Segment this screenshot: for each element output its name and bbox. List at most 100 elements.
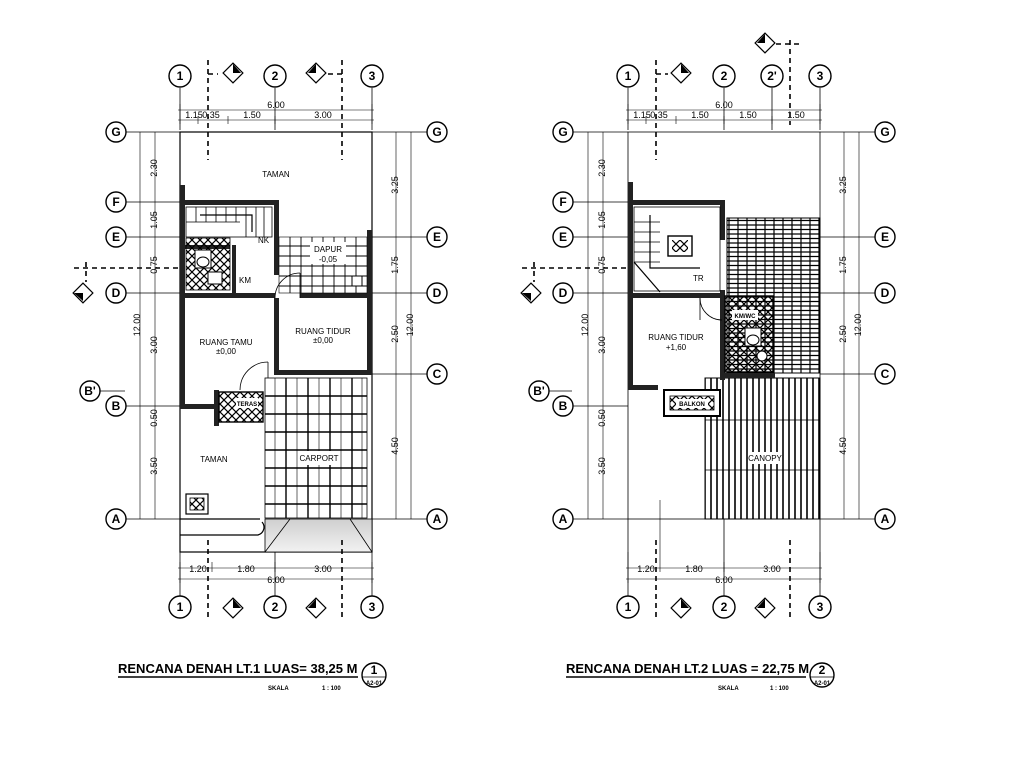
plan1-skala-label: SKALA — [268, 686, 289, 692]
plan2-grid-left: G F E D B B' A — [520, 121, 628, 530]
plan2-title: RENCANA DENAH LT.2 LUAS = 22,75 M — [566, 661, 809, 676]
plan2-grid-top-3: 3 — [817, 69, 824, 83]
plan1-kitchen: DAPUR -0,05 — [278, 236, 368, 294]
plan1-ruang-tidur-level: ±0,00 — [313, 336, 334, 345]
plan2-grid-top-2: 2 — [721, 69, 728, 83]
plan1-walls — [180, 185, 372, 426]
plan2-dims-left: 12.00 2.30 1.05 0.75 3.00 0.50 3.50 — [580, 132, 607, 519]
plan1-dim-top-b: 0.35 — [202, 110, 220, 120]
plan1-taman-bottom-label: TAMAN — [200, 455, 228, 464]
plan1-stair-label: NK — [258, 236, 270, 245]
plan2-grid-row-f: F — [559, 195, 566, 209]
plan2-canopy-label: CANOPY — [748, 454, 782, 463]
plan2-section-marker-bottom-a — [670, 597, 692, 619]
plan2-stair-label: TR — [693, 274, 704, 283]
plan1-grid-right-d: D — [433, 286, 442, 300]
plan2-dim-right-b: 1.75 — [838, 256, 848, 274]
plan2-dim-left-b: 1.05 — [597, 211, 607, 229]
plan1-dim-bottom-b: 1.80 — [237, 564, 255, 574]
plan2-dim-top-total: 6.00 — [715, 100, 733, 110]
plan1-section-marker-bottom-a — [222, 597, 244, 619]
plan1-dim-bottom-total: 6.00 — [267, 575, 285, 585]
plan-lt1: 1 2 3 6.00 1 — [72, 60, 448, 692]
plan2-dim-right-a: 3.25 — [838, 176, 848, 194]
plan1-dim-left-a: 2.30 — [149, 159, 159, 177]
plan2-dim-right-d: 4.50 — [838, 437, 848, 455]
plan2-grid-right: G E D C A — [820, 121, 896, 530]
plan2-dim-left-c: 0.75 — [597, 256, 607, 274]
plan1-dim-right-d: 4.50 — [390, 437, 400, 455]
plan2-dims-right: 3.25 1.75 2.50 4.50 12.00 — [838, 132, 863, 519]
plan1-dim-left-c: 0.75 — [149, 256, 159, 274]
plan2-section-marker-top-b — [754, 32, 776, 54]
plan2-grid-top-2-prime: 2' — [767, 69, 777, 83]
plan2-dim-left-f: 3.50 — [597, 457, 607, 475]
plan1-grid-row-a: A — [112, 512, 121, 526]
plan2-dim-top-c: 1.50 — [691, 110, 709, 120]
plan1-dim-top-a: 1.15 — [185, 110, 203, 120]
plan2-kmwc-label: KM/WC — [735, 314, 757, 320]
plan2-ruang-tidur-label: RUANG TIDUR — [648, 333, 704, 342]
plan2-grid-row-g: G — [558, 125, 567, 139]
plan1-dims-top: 6.00 1.15 0.35 1.50 3.00 — [178, 100, 374, 124]
plan2-stairs: TR — [633, 206, 721, 293]
plan2-grid-row-e: E — [559, 230, 567, 244]
plan2-dim-bottom-a: 1.20 — [637, 564, 655, 574]
plan2-grid-bottom-2: 2 — [721, 600, 728, 614]
plan1-sheet-number: 1 — [371, 663, 378, 677]
plan1-grid-row-b-prime: B' — [84, 384, 96, 398]
plan2-sheet-ref: A2-01 — [814, 681, 831, 687]
plan2-grid-top-1: 1 — [625, 69, 632, 83]
plan1-grid-row-b: B — [112, 399, 121, 413]
plan2-grid-right-g: G — [880, 125, 889, 139]
plan1-dim-left-e: 0.50 — [149, 409, 159, 427]
plan1-teras: TERAS — [218, 391, 264, 423]
plan2-dim-left-a: 2.30 — [597, 159, 607, 177]
plan1-dim-right-total: 12.00 — [405, 314, 415, 337]
plan1-stairs: NK — [185, 206, 273, 245]
plan1-grid-row-d: D — [112, 286, 121, 300]
plan2-grid-bottom-3: 3 — [817, 600, 824, 614]
plan1-carport: CARPORT — [264, 377, 373, 553]
plan2-dim-top-e: 1.50 — [787, 110, 805, 120]
plan2-grid-right-d: D — [881, 286, 890, 300]
plan2-skala-value: 1 : 100 — [770, 686, 789, 692]
plan2-dim-top-a: 1.15 — [633, 110, 651, 120]
plan1-grid-row-e: E — [112, 230, 120, 244]
plan2-grid-right-a: A — [881, 512, 890, 526]
plan1-section-marker-top-a — [222, 62, 244, 84]
plan1-bathroom: KM — [185, 237, 251, 291]
plan1-ruang-tamu-label: RUANG TAMU — [199, 338, 252, 347]
plan2-grid-right-e: E — [881, 230, 889, 244]
plan1-grid-row-g: G — [111, 125, 120, 139]
plan2-grid-row-b-prime: B' — [533, 384, 545, 398]
plan1-dims-bottom: 1.20 1.80 3.00 6.00 — [178, 562, 374, 585]
plan2-ruang-tidur-level: +1,60 — [666, 343, 687, 352]
plan2-section-marker-top-a — [670, 62, 692, 84]
plan1-grid-bottom-2: 2 — [272, 600, 279, 614]
plan1-grid-left: G F E D B B' A — [72, 121, 180, 530]
plan1-grid-top-1: 1 — [177, 69, 184, 83]
plan1-dim-left-total: 12.00 — [132, 314, 142, 337]
plan1-grid-right-g: G — [432, 125, 441, 139]
plan1-dims-right: 3.25 1.75 2.50 4.50 12.00 — [390, 132, 415, 519]
plan1-ruang-tidur-label: RUANG TIDUR — [295, 327, 351, 336]
plan2-dim-left-e: 0.50 — [597, 409, 607, 427]
plan1-teras-label: TERAS — [237, 402, 257, 408]
plan2-grid-row-d: D — [559, 286, 568, 300]
plan2-grid-row-a: A — [559, 512, 568, 526]
plan1-dim-top-total: 6.00 — [267, 100, 285, 110]
plan2-dim-left-d: 3.00 — [597, 336, 607, 354]
plan2-bedroom: RUANG TIDUR +1,60 — [648, 297, 723, 352]
plan2-dims-top: 6.00 1.15 0.35 1.50 1.50 1.50 — [626, 100, 822, 124]
plan1-dim-left-d: 3.00 — [149, 336, 159, 354]
plan2-balkon-label: BALKON — [679, 402, 705, 408]
plan2-walls — [628, 182, 775, 390]
plan2-balkon: BALKON — [663, 389, 721, 417]
plan2-grid-bottom-1: 1 — [625, 600, 632, 614]
plan1-grid-bottom-3: 3 — [369, 600, 376, 614]
plan1-title-block: RENCANA DENAH LT.1 LUAS= 38,25 M SKALA 1… — [118, 661, 387, 692]
plan-lt2: 1 2 2' 3 6.0 — [520, 32, 896, 692]
plan2-dim-bottom-b: 1.80 — [685, 564, 703, 574]
